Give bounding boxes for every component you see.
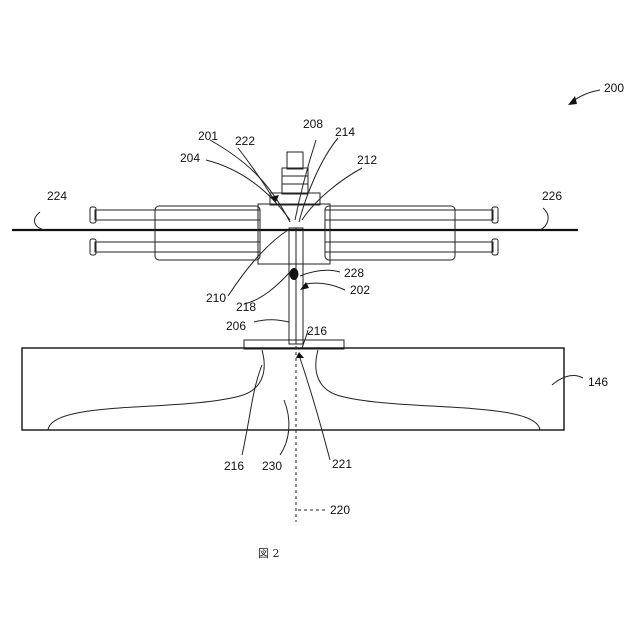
- label-208: 208: [303, 117, 323, 131]
- label-218: 218: [236, 300, 256, 314]
- label-228: 228: [344, 266, 364, 280]
- label-214: 214: [335, 125, 355, 139]
- arrowhead-200: [568, 96, 577, 105]
- label-210: 210: [206, 291, 226, 305]
- label-206: 206: [226, 319, 246, 333]
- label-216-bottom: 216: [224, 459, 244, 473]
- base-block: [22, 348, 564, 430]
- label-200: 200: [604, 81, 624, 95]
- marker-dot: [290, 268, 299, 280]
- label-146: 146: [588, 375, 608, 389]
- label-221: 221: [332, 457, 352, 471]
- arrowhead-221: [296, 352, 304, 358]
- figure-caption: 図 2: [258, 547, 280, 560]
- label-222: 222: [235, 134, 255, 148]
- label-201: 201: [198, 129, 218, 143]
- leader-lines: [35, 90, 600, 460]
- label-220: 220: [330, 503, 350, 517]
- label-224: 224: [47, 189, 67, 203]
- label-202: 202: [350, 283, 370, 297]
- label-212: 212: [357, 153, 377, 167]
- label-216-top: 216: [307, 324, 327, 338]
- label-226: 226: [542, 189, 562, 203]
- label-230: 230: [262, 459, 282, 473]
- label-204: 204: [180, 151, 200, 165]
- shaft: [244, 228, 344, 349]
- right-rod-assembly: [325, 206, 498, 260]
- left-rod-assembly: [90, 206, 260, 260]
